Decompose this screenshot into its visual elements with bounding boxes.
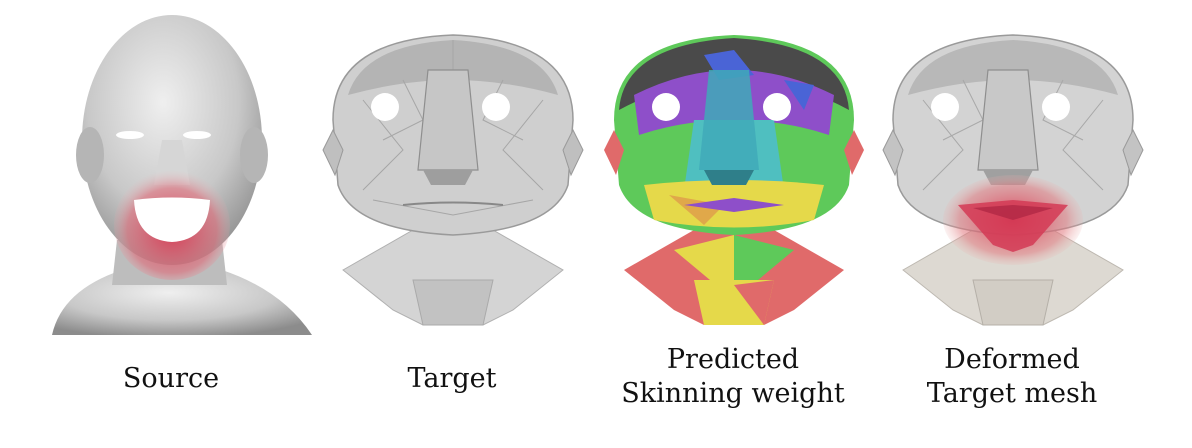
caption-line: Target mesh <box>926 378 1098 409</box>
panel-source: Source <box>22 0 320 448</box>
caption-target: Target <box>303 362 601 396</box>
deformed-mesh-render <box>882 34 1144 326</box>
caption-line: Target <box>407 363 497 394</box>
panel-deformed: Deformed Target mesh <box>863 0 1161 448</box>
caption-line: Predicted <box>666 344 800 375</box>
skinning-weight-render <box>604 35 864 325</box>
caption-predicted: Predicted Skinning weight <box>584 343 882 411</box>
caption-deformed: Deformed Target mesh <box>863 343 1161 411</box>
caption-source: Source <box>22 362 320 396</box>
caption-line: Skinning weight <box>621 378 845 409</box>
panel-predicted: Predicted Skinning weight <box>584 0 882 448</box>
caption-line: Source <box>122 363 220 394</box>
target-mesh-render <box>322 34 584 326</box>
source-head-render <box>52 15 312 335</box>
caption-line: Deformed <box>944 344 1080 375</box>
panel-target: Target <box>303 0 601 448</box>
